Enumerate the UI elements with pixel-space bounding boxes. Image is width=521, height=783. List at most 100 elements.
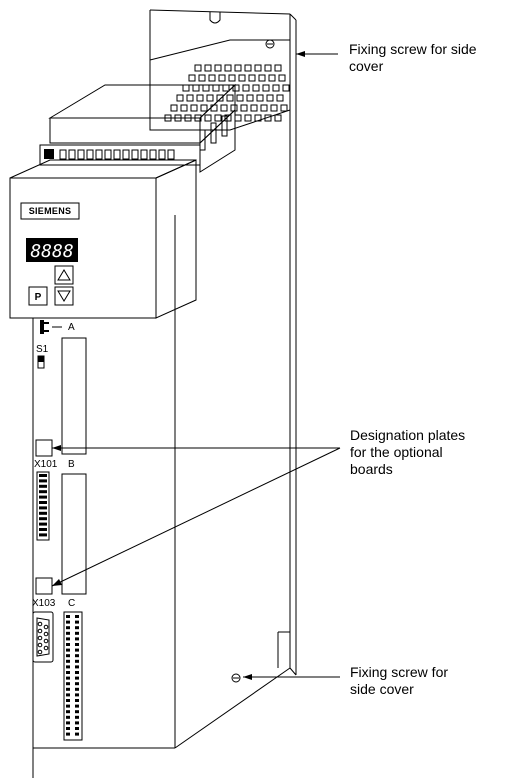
- callout-plates-line3: boards: [350, 461, 393, 477]
- vent-slot: [280, 104, 288, 112]
- vent-slot: [234, 114, 242, 122]
- c-pin: [75, 643, 79, 646]
- vent-slot: [272, 84, 280, 92]
- c-pin: [75, 615, 79, 618]
- c-pin: [66, 631, 70, 635]
- subd-pin: [43, 638, 49, 644]
- bar-slot: [68, 149, 76, 160]
- up-arrow-icon: [57, 269, 71, 281]
- c-pin: [66, 676, 70, 680]
- vent-slot: [238, 74, 246, 82]
- x101-pin: [39, 474, 47, 477]
- callout-top-screw-line1: Fixing screw for side: [349, 41, 477, 57]
- bar-slot: [59, 149, 67, 160]
- bar-slot: [122, 149, 130, 160]
- vent-slot: [230, 104, 238, 112]
- x101-pin: [39, 528, 47, 531]
- x101-pin: [39, 501, 47, 504]
- callout-designation-plates: Designation plates for the optional boar…: [350, 427, 465, 478]
- vent-slot: [244, 64, 252, 72]
- vent-slot: [244, 114, 252, 122]
- down-key[interactable]: [54, 286, 74, 306]
- bar-slot: [131, 149, 139, 160]
- c-pin: [66, 715, 70, 719]
- down-arrow-icon: [57, 290, 71, 302]
- c-pin: [66, 643, 70, 646]
- c-pin: [75, 682, 79, 686]
- leader-lines: [51, 51, 341, 680]
- vent-slot: [264, 114, 272, 122]
- bar-slot: [158, 149, 166, 160]
- vent-slot: [250, 104, 258, 112]
- c-pin: [66, 654, 70, 658]
- c-pin: [75, 671, 79, 674]
- vent-slot: [248, 74, 256, 82]
- bar-slot: [167, 149, 175, 160]
- vent-slot: [192, 84, 200, 92]
- vent-slot: [270, 104, 278, 112]
- c-pin: [75, 693, 79, 697]
- vent-slot: [206, 94, 214, 102]
- vent-slot: [188, 74, 196, 82]
- callout-top-screw: Fixing screw for side cover: [349, 41, 477, 75]
- subd-pin: [43, 624, 49, 630]
- subd-pin: [43, 631, 49, 637]
- c-pin: [66, 704, 70, 708]
- c-pin: [66, 659, 70, 663]
- c-pin: [75, 710, 79, 714]
- vent-slot: [278, 74, 286, 82]
- up-key[interactable]: [54, 265, 74, 285]
- vent-slot: [194, 64, 202, 72]
- vent-slot: [196, 94, 204, 102]
- bar-slot: [113, 149, 121, 160]
- x101-pin: [39, 511, 47, 515]
- vent-slot: [254, 114, 262, 122]
- vent-slot: [200, 104, 208, 112]
- subd-pin: [37, 621, 43, 627]
- x101-pin: [39, 490, 47, 494]
- callout-plates-line2: for the optional: [350, 444, 443, 460]
- brand-label: SIEMENS: [29, 206, 72, 216]
- callout-bottom-screw-line1: Fixing screw for: [350, 664, 449, 680]
- vent-slot: [204, 114, 212, 122]
- vent-slot: [246, 94, 254, 102]
- vent-slot: [254, 64, 262, 72]
- p-key-label: P: [35, 292, 42, 303]
- callout-bottom-screw-line2: side cover: [350, 681, 414, 697]
- c-pin: [75, 626, 79, 630]
- vent-slot: [204, 64, 212, 72]
- vent-slot: [212, 84, 220, 92]
- vent-slot: [190, 104, 198, 112]
- vent-slot: [180, 104, 188, 112]
- vent-slot: [258, 74, 266, 82]
- vent-slot: [260, 104, 268, 112]
- c-pin: [75, 704, 79, 708]
- housing: [32, 9, 297, 778]
- vent-slot: [216, 94, 224, 102]
- slot-a: [61, 337, 87, 455]
- vent-slot: [240, 104, 248, 112]
- vent-slot: [276, 94, 284, 102]
- vent-slot: [264, 64, 272, 72]
- c-pin: [75, 637, 79, 641]
- c-pin: [66, 687, 70, 691]
- vent-slot: [182, 84, 190, 92]
- vent-slot: [266, 94, 274, 102]
- c-pin: [75, 631, 79, 635]
- vent-slot: [274, 64, 282, 72]
- vent-slot: [234, 64, 242, 72]
- vent-slot: [226, 94, 234, 102]
- vent-slot: [282, 84, 290, 92]
- c-pin: [66, 620, 70, 624]
- p-key[interactable]: [28, 286, 48, 306]
- slot-b: [61, 473, 87, 595]
- c-pin: [75, 665, 79, 669]
- c-pin: [66, 693, 70, 697]
- bottom-fixing-screw: [231, 673, 241, 683]
- vent-slot: [232, 84, 240, 92]
- c-pin: [75, 699, 79, 702]
- vent-slot: [262, 84, 270, 92]
- c-pin: [66, 682, 70, 686]
- vent-slot: [224, 64, 232, 72]
- vent-slot: [256, 94, 264, 102]
